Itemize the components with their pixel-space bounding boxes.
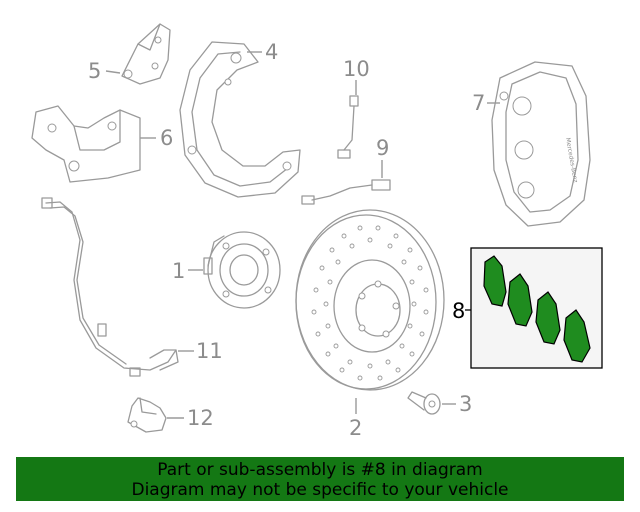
part-2-brake-rotor [295, 209, 445, 414]
callout-10: 10 [343, 57, 370, 81]
caliper-marking: Mercedes-Benz [564, 137, 579, 183]
callout-3: 3 [459, 392, 472, 416]
callout-4: 4 [265, 40, 278, 64]
callout-6: 6 [160, 126, 173, 150]
part-5-bracket [105, 23, 171, 85]
callout-2: 2 [349, 416, 362, 440]
part-4-dust-shield [179, 41, 301, 198]
part-3-bolt [407, 391, 456, 415]
callout-7: 7 [472, 91, 485, 115]
banner-line-1: Part or sub-assembly is #8 in diagram [157, 460, 483, 480]
part-1-wheel-hub [188, 231, 281, 309]
callout-8: 8 [452, 299, 465, 323]
callout-9: 9 [376, 136, 389, 160]
part-7-caliper: Mercedes-Benz [487, 61, 591, 227]
part-9-sensor [301, 160, 391, 205]
callout-12: 12 [187, 406, 214, 430]
banner-line-2: Diagram may not be specific to your vehi… [131, 480, 509, 500]
callout-5: 5 [88, 59, 101, 83]
part-info-banner: Part or sub-assembly is #8 in diagram Di… [16, 457, 624, 501]
part-8-brake-pads [465, 247, 603, 369]
part-11-abs-cable [41, 197, 194, 377]
part-6-bracket [31, 105, 156, 183]
callout-1: 1 [172, 259, 185, 283]
part-10-wear-sensor [337, 80, 359, 159]
callout-11: 11 [196, 339, 223, 363]
rotor-drill-holes [311, 225, 429, 381]
part-12-clip [127, 397, 184, 433]
parts-diagram: 5 4 6 10 9 [31, 23, 603, 440]
